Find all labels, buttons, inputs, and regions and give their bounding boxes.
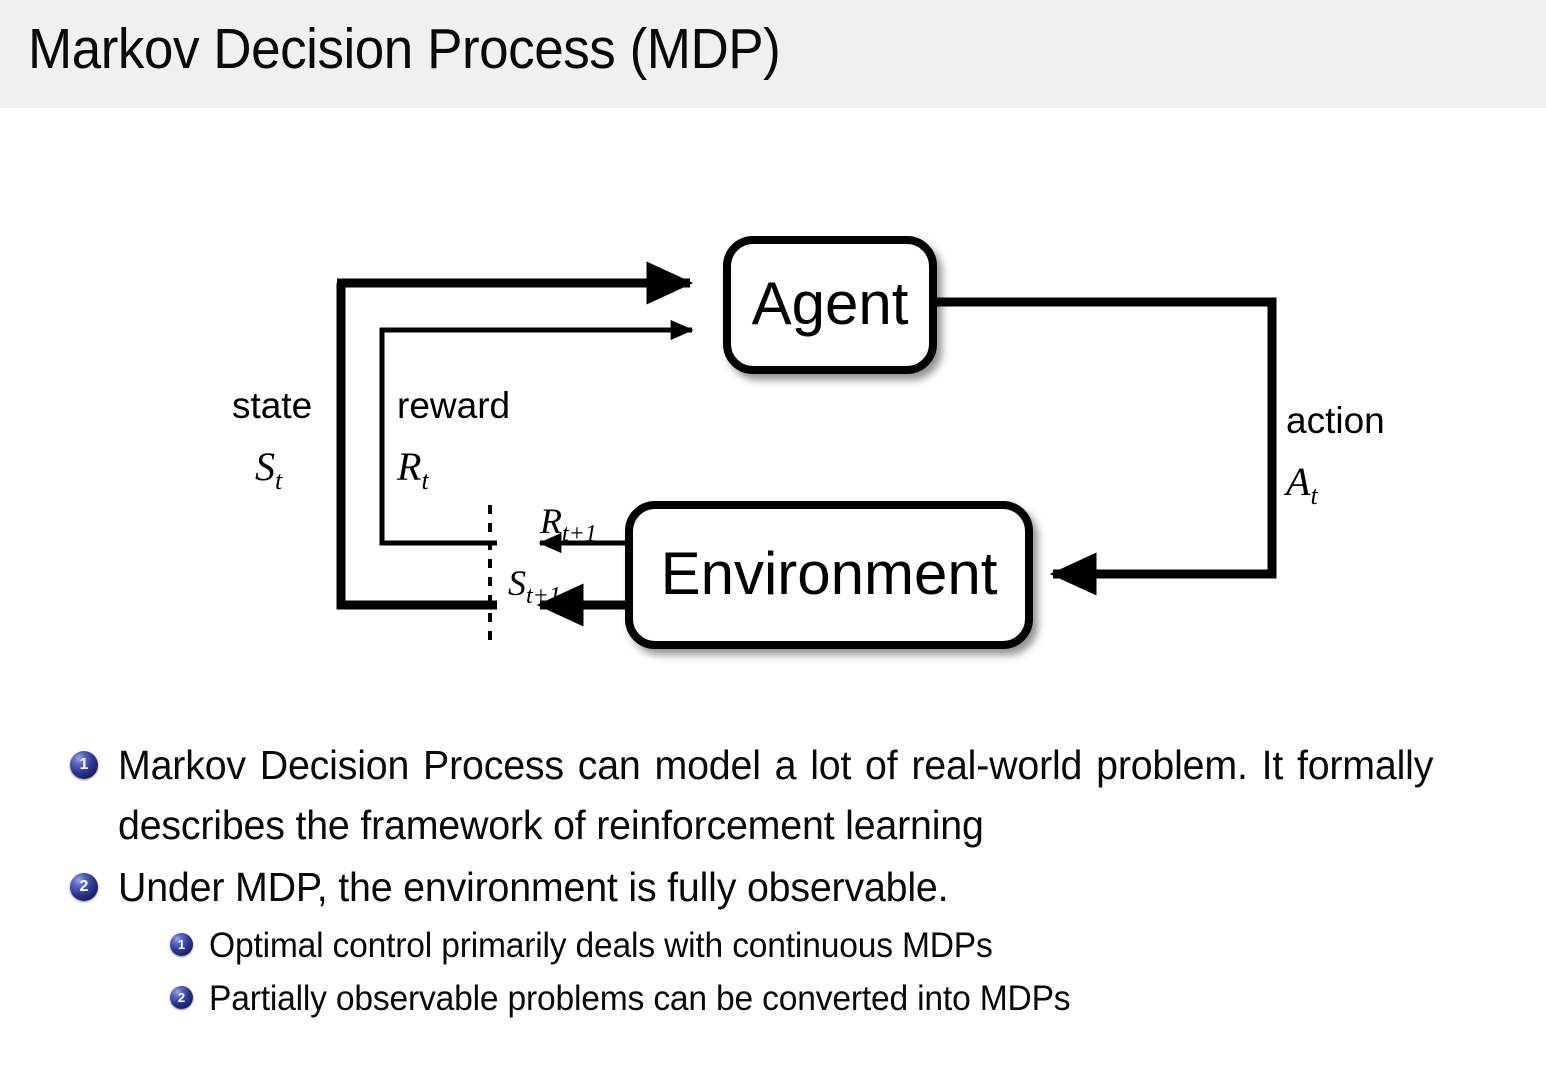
bullet-list: 1 Markov Decision Process can model a lo… — [0, 735, 1546, 1025]
action-label: action — [1286, 400, 1385, 441]
environment-node[interactable]: Environment — [625, 501, 1033, 649]
environment-label: Environment — [661, 540, 998, 607]
bullet-marker-1: 1 — [70, 751, 98, 779]
agent-box[interactable] — [723, 236, 937, 374]
reward-next-symbol: Rt+1 — [539, 501, 597, 547]
list-item[interactable]: 1 Markov Decision Process can model a lo… — [70, 735, 1546, 855]
reward-label: reward — [397, 385, 510, 426]
sub-bullet-text-2: Partially observable problems can be con… — [209, 979, 1071, 1018]
page-title: Markov Decision Process (MDP) — [28, 17, 781, 81]
action-path — [930, 297, 1277, 596]
list-item[interactable]: 1 Optimal control primarily deals with c… — [170, 919, 1546, 972]
agent-node[interactable]: Agent — [723, 236, 937, 374]
action-symbol: At — [1283, 459, 1318, 510]
state-next-symbol: St+1 — [508, 563, 561, 609]
action-label-group: action At — [1283, 400, 1385, 510]
reward-label-group: reward Rt — [396, 385, 510, 495]
state-path-corner — [336, 283, 497, 610]
sub-bullet-marker-2: 2 — [170, 986, 193, 1009]
action-into-environment-arrow — [930, 297, 1277, 596]
list-item[interactable]: 2 Under MDP, the environment is fully ob… — [70, 857, 1546, 917]
reward-path-corner — [379, 330, 497, 546]
state-label: state — [232, 385, 312, 426]
sub-bullet-text-1: Optimal control primarily deals with con… — [209, 926, 993, 965]
agent-label: Agent — [752, 270, 909, 337]
state-label-group: state St — [232, 385, 312, 495]
mdp-interaction-diagram: Agent Environment state St reward Rt act… — [0, 108, 1546, 718]
environment-box[interactable] — [625, 501, 1033, 649]
reward-symbol: Rt — [396, 444, 429, 495]
sub-bullet-marker-1: 1 — [170, 933, 193, 956]
bullet-text-2: Under MDP, the environment is fully obse… — [118, 864, 949, 910]
slide-header-band: Markov Decision Process (MDP) — [0, 0, 1546, 108]
state-symbol: St — [255, 444, 283, 495]
bullet-text-1: Markov Decision Process can model a lot … — [118, 742, 1434, 848]
list-item[interactable]: 2 Partially observable problems can be c… — [170, 972, 1546, 1025]
bullet-marker-2: 2 — [70, 873, 98, 901]
